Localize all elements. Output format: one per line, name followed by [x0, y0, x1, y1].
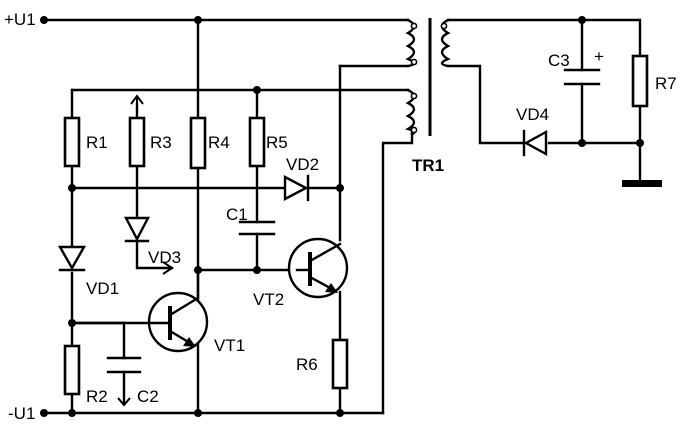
transistor-vt1: [147, 268, 209, 353]
label-r7: R7: [655, 74, 677, 93]
label-c2: C2: [137, 387, 159, 406]
r3-arrow-icon: [130, 94, 144, 105]
resistor-r2: [63, 344, 81, 396]
primary-return-wire: [381, 131, 414, 415]
vd3-arrow-icon: [162, 261, 174, 275]
capacitor-c2: [106, 356, 142, 407]
secondary-return-wire: [547, 104, 642, 145]
resistor-r7: [631, 54, 649, 108]
label-c3-polarity: +: [594, 47, 604, 66]
label-vt1: VT1: [214, 336, 245, 355]
label-r3: R3: [150, 133, 172, 152]
diode-vd2: [283, 174, 310, 202]
label-vd4: VD4: [516, 105, 549, 124]
resistor-r3: [128, 116, 146, 168]
junction-dots: [40, 16, 644, 417]
resistor-r5: [248, 116, 266, 168]
label-r2: R2: [86, 387, 108, 406]
label-c1: C1: [226, 205, 248, 224]
label-positive-supply: +U1: [4, 10, 36, 29]
resistor-r1: [63, 116, 81, 168]
label-c3: C3: [548, 51, 570, 70]
label-vt2: VT2: [253, 290, 284, 309]
label-vd3: VD3: [148, 248, 181, 267]
wires: [42, 18, 642, 415]
label-r1: R1: [86, 133, 108, 152]
transformer-tr1: [405, 18, 451, 136]
label-tr1: TR1: [412, 156, 444, 175]
c2-top-wire: [70, 321, 126, 360]
diode-vd4: [522, 129, 548, 157]
diode-vd1: [57, 245, 87, 272]
resistor-r4: [189, 116, 207, 170]
resistor-r6: [331, 338, 349, 390]
label-r5: R5: [266, 133, 288, 152]
secondary-diode-wire: [446, 64, 524, 145]
diode-vd3: [124, 216, 150, 243]
c2-arrow-icon: [117, 397, 131, 407]
label-vd1: VD1: [86, 279, 119, 298]
label-r4: R4: [208, 133, 230, 152]
capacitor-c1: [238, 220, 276, 236]
transistor-vt2: [287, 237, 349, 299]
ground-bar: [622, 180, 662, 187]
secondary-top-wire: [446, 18, 642, 58]
label-r6: R6: [296, 355, 318, 374]
label-negative-supply: -U1: [8, 404, 35, 423]
label-vd2: VD2: [286, 155, 319, 174]
capacitor-c3: [563, 68, 601, 86]
vd3-out-wire: [135, 240, 174, 270]
